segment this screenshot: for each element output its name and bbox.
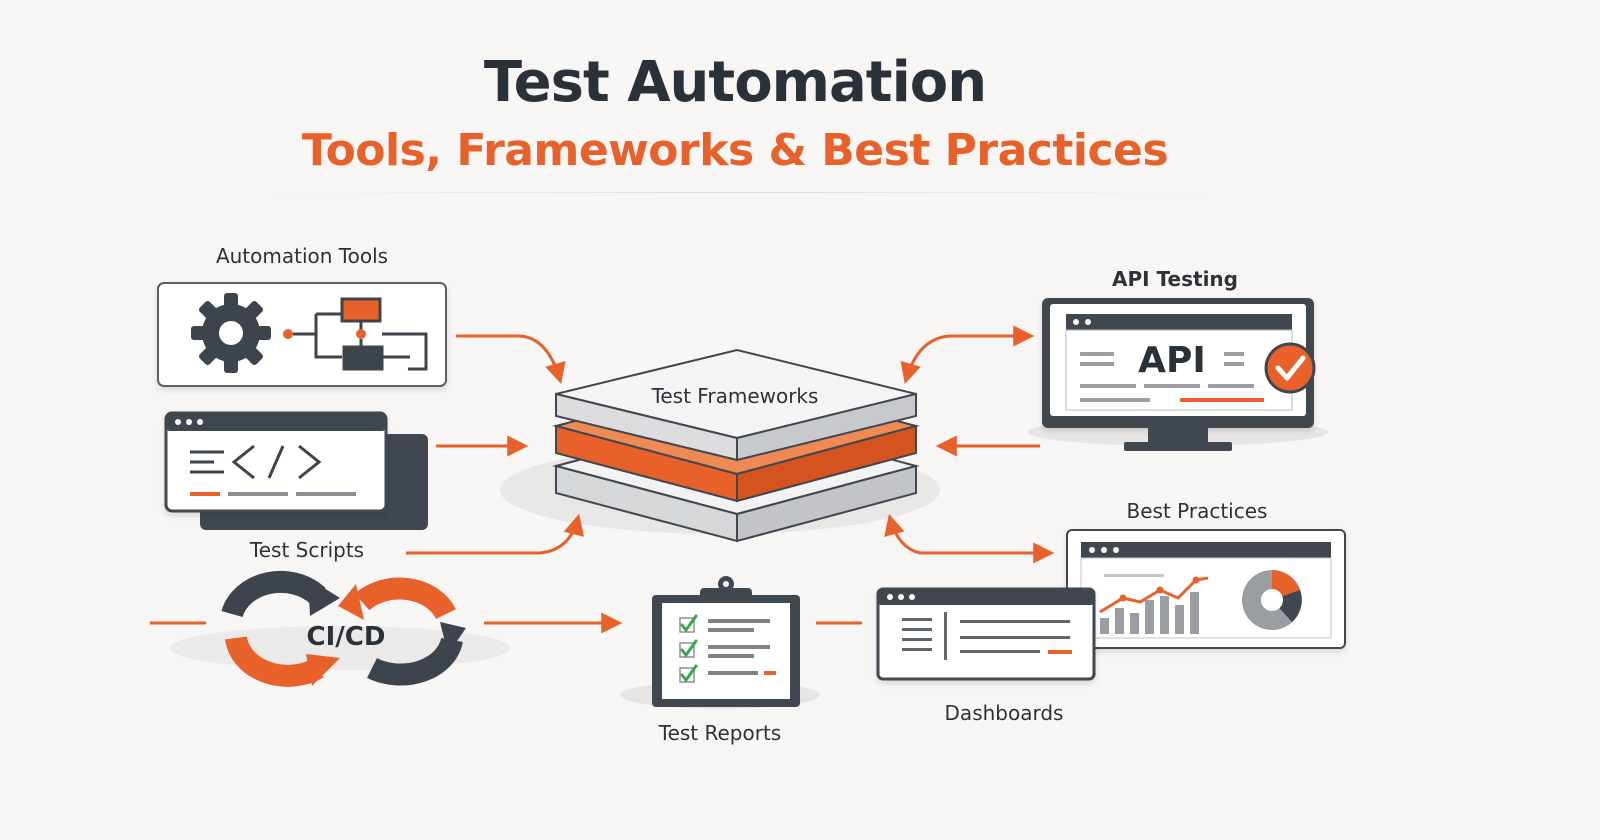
test-frameworks-label: Test Frameworks [651, 384, 819, 408]
layer-stack-icon [552, 348, 920, 543]
page-title: Test Automation [483, 50, 987, 115]
arrow-best-practices-to-frameworks [884, 513, 1055, 564]
api-testing-node: API Testing API [1028, 267, 1328, 451]
api-testing-label: API Testing [1112, 267, 1238, 291]
gear-icon [191, 293, 271, 373]
cycle-arrows-icon [221, 570, 466, 687]
arrow-api-to-frameworks [900, 325, 1035, 385]
ci-cd-label: CI/CD [307, 622, 386, 652]
ci-cd-node: CI/CD [170, 570, 510, 687]
arrow-scripts-up-to-frameworks [406, 513, 585, 555]
test-scripts-label: Test Scripts [249, 538, 364, 562]
test-reports-node: Test Reports [620, 576, 820, 745]
clipboard-icon [652, 576, 800, 707]
page-subtitle: Tools, Frameworks & Best Practices [301, 125, 1169, 176]
best-practices-label: Best Practices [1127, 499, 1268, 523]
check-badge-icon [1264, 342, 1316, 394]
best-practices-node: Best Practices [1066, 499, 1346, 649]
title-divider [260, 192, 1220, 193]
dashboards-node: Dashboards [876, 587, 1096, 725]
automation-tools-label: Automation Tools [216, 244, 388, 268]
dashboards-label: Dashboards [945, 701, 1064, 725]
test-scripts-node: Test Scripts [164, 411, 428, 562]
arrow-tools-to-frameworks [456, 334, 566, 385]
code-window-titlebar [166, 413, 386, 431]
test-frameworks-node: Test Frameworks [500, 348, 940, 543]
monitor-icon [1028, 298, 1328, 451]
api-screen-text: API [1138, 340, 1206, 381]
code-brackets-icon [190, 444, 322, 480]
automation-tools-node: Automation Tools [157, 244, 447, 387]
pie-chart-icon [1242, 570, 1302, 630]
test-reports-label: Test Reports [658, 721, 781, 745]
connector-arrows [150, 325, 1055, 634]
flowchart-icon [283, 297, 428, 371]
